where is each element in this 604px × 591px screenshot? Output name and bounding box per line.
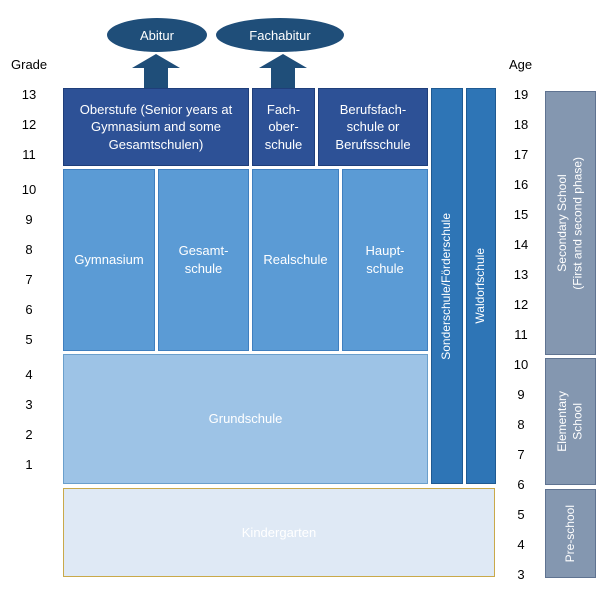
waldorfschule-bar: Waldorfschule (466, 88, 496, 484)
age-label: 17 (513, 147, 529, 162)
grade-label: 4 (25, 367, 33, 382)
oberstufe-box: Oberstufe (Senior years at Gymnasium and… (63, 88, 249, 166)
hauptschule-box: Haupt- schule (342, 169, 428, 351)
age-label: 5 (517, 507, 525, 522)
realschule-box: Realschule (252, 169, 339, 351)
grade-label: 3 (25, 397, 33, 412)
age-label: 19 (513, 87, 529, 102)
arrow-up-icon (132, 54, 180, 88)
age-label: 3 (517, 567, 525, 582)
age-label: 16 (513, 177, 529, 192)
age-label: 14 (513, 237, 529, 252)
sonderschule-label: Sonderschule/Förderschule (439, 212, 454, 360)
grade-label: 7 (25, 272, 33, 287)
preschool-phase-label: Pre-school (562, 504, 577, 563)
grade-label: 11 (22, 147, 36, 162)
grade-label: 10 (21, 182, 37, 197)
grade-label: 5 (25, 332, 33, 347)
age-label: 6 (517, 477, 525, 492)
berufsfachschule-box: Berufsfach- schule or Berufsschule (318, 88, 428, 166)
age-label: 18 (513, 117, 529, 132)
secondary-phase-label: Secondary School (First and second phase… (554, 156, 585, 290)
age-label: 9 (517, 387, 525, 402)
age-label: 11 (514, 327, 528, 342)
grade-header: Grade (11, 57, 48, 72)
age-label: 12 (513, 297, 529, 312)
fachabitur-node: Fachabitur (216, 18, 344, 52)
sonderschule-bar: Sonderschule/Förderschule (431, 88, 463, 484)
waldorfschule-label: Waldorfschule (473, 248, 488, 324)
age-label: 7 (517, 447, 525, 462)
age-label: 15 (513, 207, 529, 222)
age-label: 10 (513, 357, 529, 372)
age-label: 4 (517, 537, 525, 552)
grade-label: 1 (25, 457, 33, 472)
age-label: 13 (513, 267, 529, 282)
grade-label: 12 (21, 117, 37, 132)
elementary-phase-box: Elementary School (545, 358, 596, 485)
grade-label: 8 (25, 242, 33, 257)
elementary-phase-label: Elementary School (554, 391, 585, 452)
grade-label: 9 (25, 212, 33, 227)
grade-label: 13 (21, 87, 37, 102)
secondary-phase-box: Secondary School (First and second phase… (545, 91, 596, 355)
age-header: Age (509, 57, 533, 72)
preschool-phase-box: Pre-school (545, 489, 596, 578)
grade-label: 2 (25, 427, 33, 442)
fachoberschule-box: Fach- ober- schule (252, 88, 315, 166)
age-label: 8 (517, 417, 525, 432)
arrow-up-icon (259, 54, 307, 88)
grade-label: 6 (25, 302, 33, 317)
abitur-node: Abitur (107, 18, 207, 52)
kindergarten-box: Kindergarten (63, 488, 495, 577)
grundschule-box: Grundschule (63, 354, 428, 484)
gesamtschule-box: Gesamt- schule (158, 169, 249, 351)
gymnasium-box: Gymnasium (63, 169, 155, 351)
